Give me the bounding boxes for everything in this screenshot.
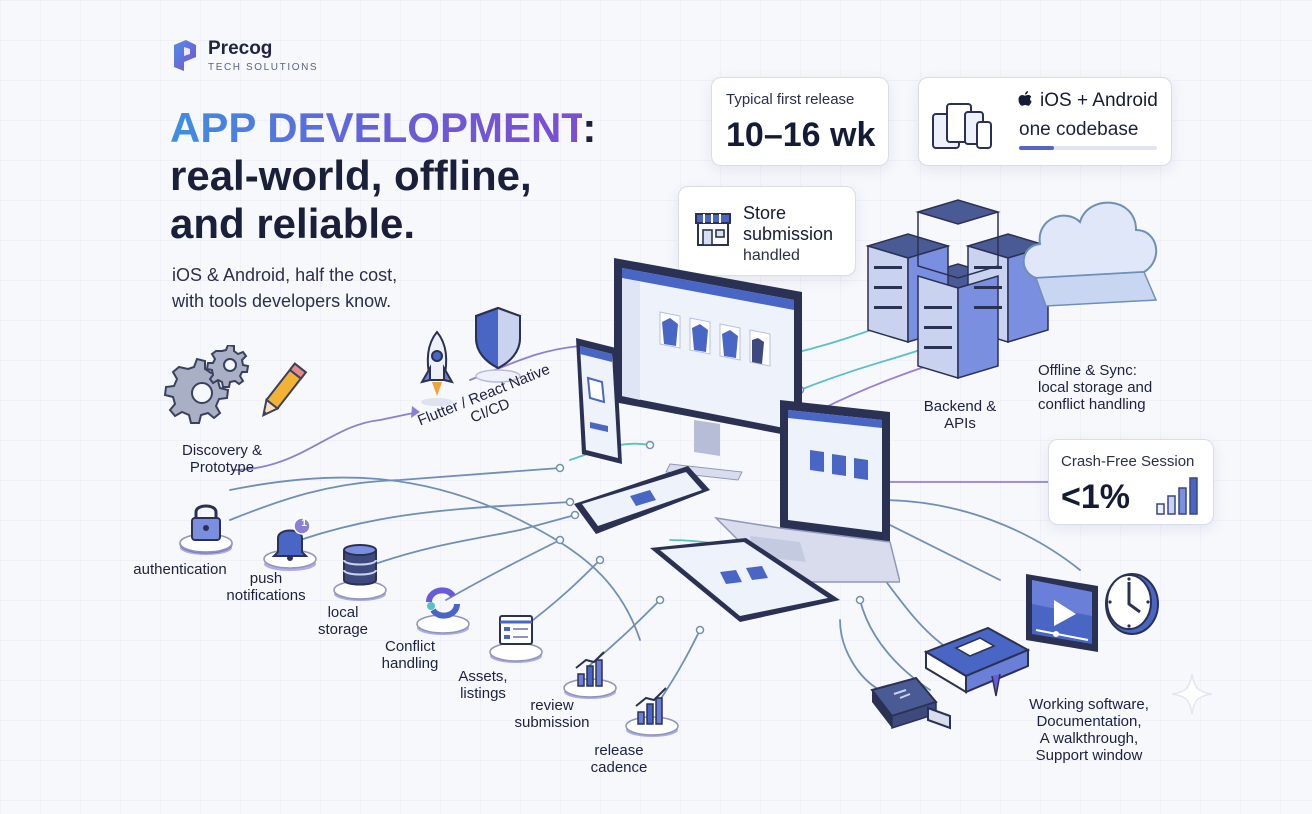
local-storage-label-line-2: storage	[317, 621, 369, 638]
devices-illustration	[574, 258, 900, 622]
deliverables-label: Working software, Documentation, A walkt…	[1014, 696, 1164, 764]
local-storage-label: local storage	[306, 604, 380, 638]
notification-badge: 1	[301, 518, 307, 529]
phone-icon	[576, 338, 622, 464]
release-card-value: 10–16 wk	[726, 116, 876, 154]
local-storage-label-line-1: local	[327, 604, 359, 621]
large-tablet-icon	[650, 538, 840, 622]
offline-label: Offline & Sync: local storage and confli…	[1038, 362, 1208, 413]
push-label-line-2: notifications	[226, 587, 306, 604]
usb-drive-icon	[870, 676, 951, 730]
discovery-label-line-1: Discovery &	[181, 442, 263, 459]
offline-label-line-1: Offline & Sync:	[1038, 362, 1137, 379]
store-icon	[695, 213, 731, 246]
platform-card: iOS + Android one codebase	[918, 77, 1172, 166]
shield-icon	[475, 306, 521, 383]
platform-card-line-1: iOS + Android	[1040, 90, 1158, 111]
subtitle-line-1: iOS & Android, half the cost,	[172, 265, 398, 285]
devices-icon	[932, 103, 992, 149]
platform-card-line-2: one codebase	[1019, 119, 1139, 140]
subtitle: iOS & Android, half the cost, with tools…	[172, 262, 492, 314]
monitor-icon	[614, 258, 802, 481]
chart-icon	[625, 687, 679, 737]
cloud-icon	[1022, 201, 1158, 307]
brand-tagline: TECH SOLUTIONS	[208, 62, 319, 73]
precog-logo-icon	[174, 39, 196, 71]
release-cadence-label-line-2: cadence	[590, 759, 648, 776]
server-stack-icon	[865, 199, 1051, 380]
lock-icon	[179, 504, 233, 555]
crash-card: Crash-Free Session <1%	[1048, 439, 1214, 525]
deliverables-label-line-2: Documentation,	[1036, 713, 1142, 730]
brand-name: Precog	[208, 38, 273, 59]
deliverables-label-line-4: Support window	[1035, 747, 1143, 764]
assets-label-line-1: Assets,	[458, 668, 508, 685]
book-icon	[923, 626, 1031, 697]
review-label-line-1: review	[530, 697, 574, 714]
authentication-label: authentication	[133, 561, 227, 578]
apple-icon	[1018, 91, 1032, 106]
push-label: push notifications	[214, 570, 318, 604]
review-label: review submission	[504, 697, 600, 731]
assets-label-line-2: listings	[460, 685, 506, 702]
deliverables-label-line-1: Working software,	[1029, 696, 1149, 713]
store-card: Store submission handled	[678, 186, 856, 276]
discovery-label: Discovery & Prototype	[164, 442, 280, 476]
subtitle-line-2: with tools developers know.	[172, 291, 392, 311]
page-title: APP DEVELOPMENT: real-world, offline, an…	[170, 104, 630, 248]
conflict-label-line-1: Conflict	[384, 638, 436, 655]
conflict-label-line-2: handling	[381, 655, 439, 672]
conflict-icon	[416, 587, 470, 635]
gears-icon	[163, 345, 250, 424]
release-card-label: Typical first release	[726, 91, 855, 108]
release-cadence-label-line-1: release	[594, 742, 644, 759]
headline-accent: APP DEVELOPMENT	[170, 104, 583, 151]
brand[interactable]: Precog TECH SOLUTIONS	[172, 38, 318, 73]
headline-line-3: and reliable.	[170, 200, 416, 247]
sparkle-icon	[1171, 673, 1213, 715]
release-card: Typical first release 10–16 wk	[711, 77, 889, 166]
offline-label-line-2: local storage and	[1038, 379, 1153, 396]
rocket-icon	[419, 330, 455, 406]
bell-icon	[263, 517, 317, 571]
backend-label-line-1: Backend &	[923, 398, 997, 415]
store-card-text: Store submission handled	[743, 203, 833, 266]
offline-label-line-3: conflict handling	[1038, 396, 1146, 413]
headline-colon: :	[582, 104, 597, 151]
clock-icon	[1105, 573, 1159, 635]
platform-progress-track	[1019, 146, 1157, 150]
release-cadence-label: release cadence	[580, 742, 658, 776]
bar-chart-icon	[1156, 477, 1198, 515]
store-card-line-1: Store	[743, 203, 787, 223]
push-label-line-1: push	[249, 570, 283, 587]
backend-label: Backend & APIs	[910, 398, 1010, 432]
backend-label-line-2: APIs	[944, 415, 976, 432]
chart-icon	[563, 651, 617, 699]
review-label-line-2: submission	[514, 714, 590, 731]
crash-card-label: Crash-Free Session	[1061, 453, 1195, 470]
listing-icon	[489, 615, 543, 663]
crash-card-value: <1%	[1061, 478, 1130, 516]
discovery-label-line-2: Prototype	[189, 459, 255, 476]
platform-progress-fill	[1019, 146, 1054, 150]
deliverables-label-line-3: A walkthrough,	[1039, 730, 1139, 747]
headline-line-2: real-world, offline,	[170, 152, 532, 199]
store-card-line-3: handled	[743, 247, 800, 264]
store-card-line-2: submission	[743, 224, 834, 244]
tablet-icon	[574, 466, 710, 534]
video-play-icon	[1026, 574, 1098, 652]
conflict-label: Conflict handling	[372, 638, 448, 672]
database-icon	[333, 544, 387, 601]
assets-label: Assets, listings	[446, 668, 520, 702]
pencil-icon	[261, 362, 308, 417]
